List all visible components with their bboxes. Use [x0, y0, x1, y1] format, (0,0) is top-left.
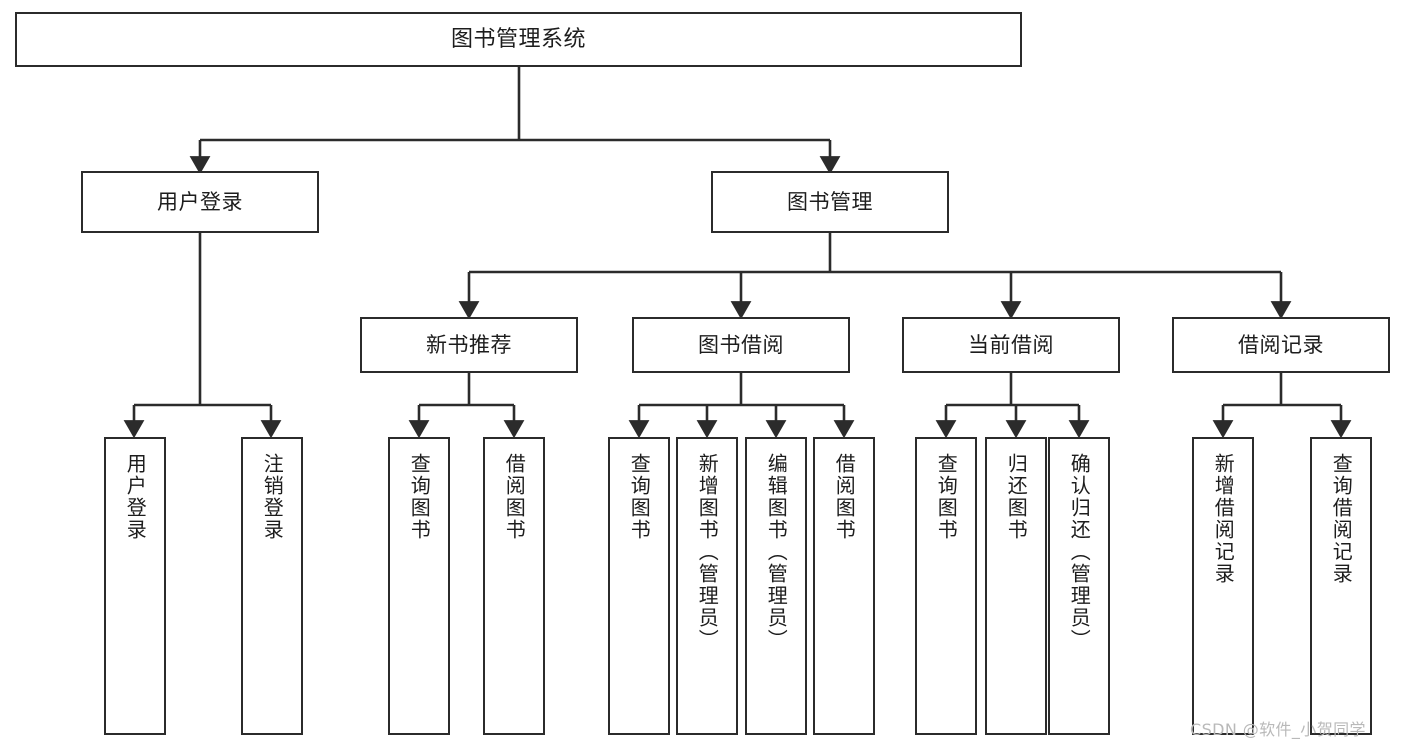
node-leaf-query-record-label: 查询借阅记录	[1329, 453, 1354, 585]
node-leaf-query-book-1-label: 查询图书	[407, 453, 432, 541]
node-leaf-query-book-2-label: 查询图书	[627, 453, 652, 541]
node-leaf-borrow-book-2[interactable]: 借阅图书	[813, 437, 875, 735]
node-book-manage-label: 图书管理	[787, 189, 873, 214]
node-leaf-borrow-book-1-label: 借阅图书	[502, 453, 527, 541]
node-leaf-query-book-1[interactable]: 查询图书	[388, 437, 450, 735]
node-new-book-rec-label: 新书推荐	[426, 332, 512, 357]
node-root[interactable]: 图书管理系统	[15, 12, 1022, 67]
node-leaf-query-book-3-label: 查询图书	[934, 453, 959, 541]
node-leaf-add-book-label: 新增图书（管理员）	[695, 453, 720, 651]
node-leaf-return-book[interactable]: 归还图书	[985, 437, 1047, 735]
node-leaf-edit-book[interactable]: 编辑图书（管理员）	[745, 437, 807, 735]
node-user-login-label: 用户登录	[157, 189, 243, 214]
node-borrow-record-label: 借阅记录	[1238, 332, 1324, 357]
csdn-watermark: CSDN @软件_小贺同学	[1190, 720, 1366, 739]
node-leaf-borrow-book-2-label: 借阅图书	[832, 453, 857, 541]
node-leaf-query-record[interactable]: 查询借阅记录	[1310, 437, 1372, 735]
node-book-borrow-label: 图书借阅	[698, 332, 784, 357]
node-leaf-query-book-2[interactable]: 查询图书	[608, 437, 670, 735]
node-leaf-logout[interactable]: 注销登录	[241, 437, 303, 735]
node-leaf-return-book-label: 归还图书	[1004, 453, 1029, 541]
node-leaf-borrow-book-1[interactable]: 借阅图书	[483, 437, 545, 735]
node-current-borrow-label: 当前借阅	[968, 332, 1054, 357]
node-leaf-add-record[interactable]: 新增借阅记录	[1192, 437, 1254, 735]
node-new-book-rec[interactable]: 新书推荐	[360, 317, 578, 373]
node-leaf-logout-label: 注销登录	[260, 453, 285, 541]
node-root-label: 图书管理系统	[450, 26, 586, 52]
node-book-manage[interactable]: 图书管理	[711, 171, 949, 233]
node-current-borrow[interactable]: 当前借阅	[902, 317, 1120, 373]
node-borrow-record[interactable]: 借阅记录	[1172, 317, 1390, 373]
node-book-borrow[interactable]: 图书借阅	[632, 317, 850, 373]
node-leaf-add-record-label: 新增借阅记录	[1211, 453, 1236, 585]
node-leaf-query-book-3[interactable]: 查询图书	[915, 437, 977, 735]
node-user-login[interactable]: 用户登录	[81, 171, 319, 233]
node-leaf-add-book[interactable]: 新增图书（管理员）	[676, 437, 738, 735]
node-leaf-edit-book-label: 编辑图书（管理员）	[764, 453, 789, 651]
node-leaf-confirm-return[interactable]: 确认归还（管理员）	[1048, 437, 1110, 735]
node-leaf-user-login-label: 用户登录	[123, 453, 148, 541]
node-leaf-confirm-return-label: 确认归还（管理员）	[1067, 453, 1092, 651]
node-leaf-user-login[interactable]: 用户登录	[104, 437, 166, 735]
